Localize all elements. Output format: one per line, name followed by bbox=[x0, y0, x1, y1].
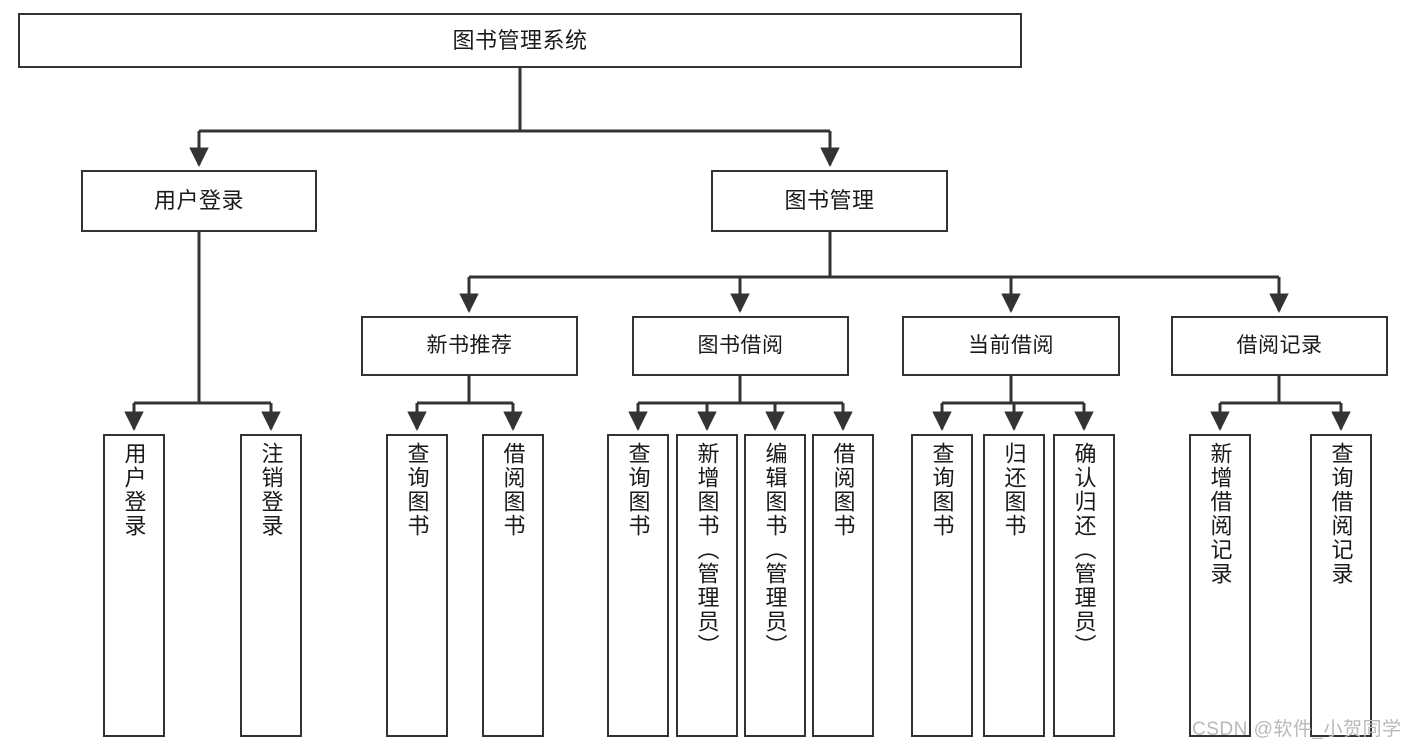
node-leaf-add-record-label: 新增借阅记录 bbox=[1207, 442, 1233, 586]
node-leaf-add-record[interactable]: 新增借阅记录 bbox=[1189, 434, 1251, 737]
watermark: CSDN @软件_小贺同学 bbox=[1192, 719, 1402, 740]
node-new-book-rec-label: 新书推荐 bbox=[426, 333, 513, 357]
node-leaf-borrow-book-1[interactable]: 借阅图书 bbox=[482, 434, 544, 737]
node-leaf-user-login-label: 用户登录 bbox=[121, 442, 147, 538]
node-borrow-record[interactable]: 借阅记录 bbox=[1171, 316, 1388, 376]
node-user-login-label: 用户登录 bbox=[153, 188, 244, 214]
node-leaf-edit-book-label: 编辑图书（管理员） bbox=[762, 442, 788, 658]
node-leaf-return-book[interactable]: 归还图书 bbox=[983, 434, 1045, 737]
node-leaf-query-book-2[interactable]: 查询图书 bbox=[607, 434, 669, 737]
node-leaf-user-login[interactable]: 用户登录 bbox=[103, 434, 165, 737]
node-leaf-borrow-book-2-label: 借阅图书 bbox=[830, 442, 856, 538]
node-leaf-query-record-label: 查询借阅记录 bbox=[1328, 442, 1354, 586]
node-leaf-borrow-book-1-label: 借阅图书 bbox=[500, 442, 526, 538]
node-book-borrow[interactable]: 图书借阅 bbox=[632, 316, 849, 376]
node-user-login[interactable]: 用户登录 bbox=[81, 170, 317, 232]
node-borrow-record-label: 借阅记录 bbox=[1236, 333, 1323, 357]
node-current-borrow-label: 当前借阅 bbox=[968, 333, 1054, 357]
node-new-book-rec[interactable]: 新书推荐 bbox=[361, 316, 578, 376]
node-leaf-logout[interactable]: 注销登录 bbox=[240, 434, 302, 737]
node-leaf-logout-label: 注销登录 bbox=[258, 442, 284, 538]
node-leaf-edit-book[interactable]: 编辑图书（管理员） bbox=[744, 434, 806, 737]
node-leaf-query-book-3-label: 查询图书 bbox=[929, 442, 955, 538]
node-leaf-query-book-1-label: 查询图书 bbox=[404, 442, 430, 538]
node-leaf-add-book-label: 新增图书（管理员） bbox=[694, 442, 720, 658]
node-root[interactable]: 图书管理系统 bbox=[18, 13, 1022, 68]
node-leaf-borrow-book-2[interactable]: 借阅图书 bbox=[812, 434, 874, 737]
node-book-manage[interactable]: 图书管理 bbox=[711, 170, 948, 232]
node-current-borrow[interactable]: 当前借阅 bbox=[902, 316, 1120, 376]
node-leaf-query-record[interactable]: 查询借阅记录 bbox=[1310, 434, 1372, 737]
node-leaf-return-book-label: 归还图书 bbox=[1001, 442, 1027, 538]
node-leaf-query-book-1[interactable]: 查询图书 bbox=[386, 434, 448, 737]
node-leaf-confirm-return-label: 确认归还（管理员） bbox=[1071, 442, 1097, 658]
node-leaf-confirm-return[interactable]: 确认归还（管理员） bbox=[1053, 434, 1115, 737]
node-leaf-query-book-3[interactable]: 查询图书 bbox=[911, 434, 973, 737]
node-leaf-query-book-2-label: 查询图书 bbox=[625, 442, 651, 538]
node-root-label: 图书管理系统 bbox=[452, 27, 588, 53]
node-leaf-add-book[interactable]: 新增图书（管理员） bbox=[676, 434, 738, 737]
node-book-borrow-label: 图书借阅 bbox=[697, 333, 784, 357]
node-book-manage-label: 图书管理 bbox=[784, 188, 875, 214]
